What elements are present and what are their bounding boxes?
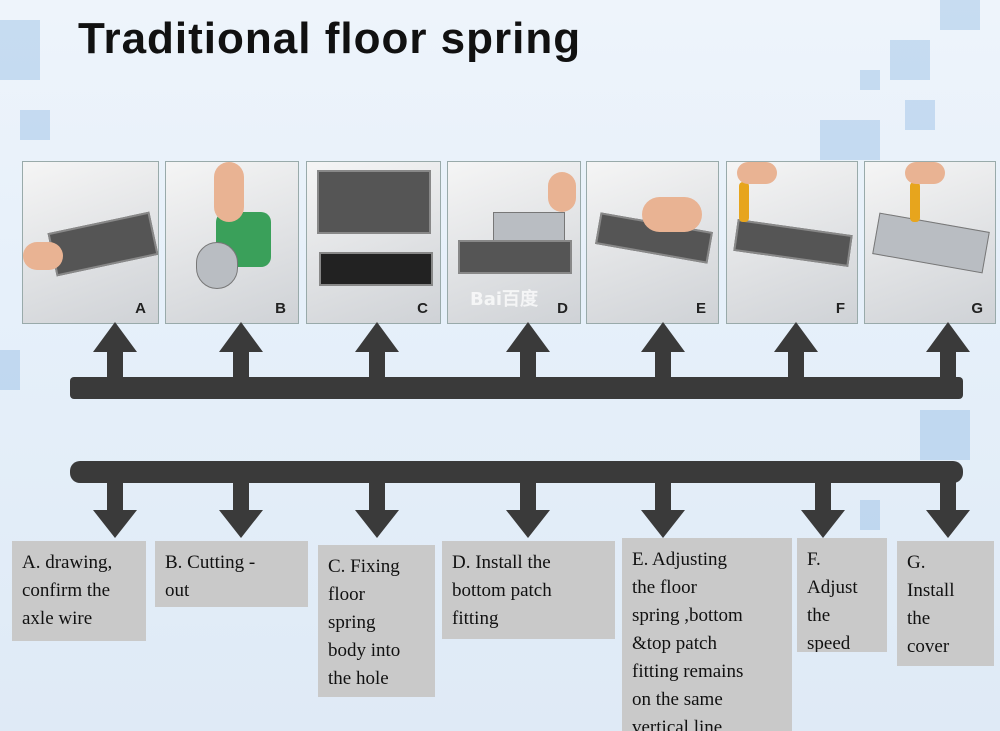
decor-tile (860, 70, 880, 90)
decor-tile (860, 500, 880, 530)
step-label-c: C. Fixing floor spring body into the hol… (318, 545, 435, 697)
step-label-d: D. Install the bottom patch fitting (442, 541, 615, 639)
step-label-b: B. Cutting - out (155, 541, 308, 607)
watermark: Bai百度 (470, 289, 539, 310)
bottom-connector-bar (70, 461, 963, 483)
up-arrow-a (93, 322, 137, 380)
photo-step-b: B (165, 161, 299, 324)
photo-letter: C (417, 300, 428, 317)
decor-tile (0, 20, 40, 80)
down-arrow-f (801, 470, 845, 538)
step-text: A. drawing, confirm the axle wire (22, 552, 113, 629)
photo-step-d: Bai百度 D (447, 161, 581, 324)
step-label-f: F. Adjust the speed (797, 538, 887, 652)
decor-tile (820, 120, 880, 160)
decor-tile (20, 110, 50, 140)
up-arrow-c (355, 322, 399, 380)
photo-step-e: E (586, 161, 719, 324)
photo-letter: B (275, 300, 286, 317)
decor-tile (940, 0, 980, 30)
decor-tile (0, 350, 20, 390)
photo-letter: A (135, 300, 146, 317)
photo-step-f: F (726, 161, 858, 324)
up-arrow-g (926, 322, 970, 390)
photo-step-c: C (306, 161, 441, 324)
up-arrow-e (641, 322, 685, 380)
photo-letter: F (835, 300, 845, 317)
up-arrow-b (219, 322, 263, 380)
step-text: E. Adjusting the floor spring ,bottom &t… (632, 549, 744, 731)
down-arrow-e (641, 470, 685, 538)
photo-letter: E (695, 300, 706, 317)
step-label-g: G. Install the cover (897, 541, 994, 666)
down-arrow-b (219, 470, 263, 538)
photo-letter: G (971, 300, 983, 317)
step-text: G. Install the cover (907, 552, 955, 657)
step-label-e: E. Adjusting the floor spring ,bottom &t… (622, 538, 792, 731)
step-text: B. Cutting - out (165, 552, 256, 601)
top-connector-bar (70, 377, 963, 399)
step-text: D. Install the bottom patch fitting (452, 552, 552, 629)
decor-tile (905, 100, 935, 130)
down-arrow-g (926, 470, 970, 538)
decor-tile (890, 40, 930, 80)
decor-tile (920, 410, 970, 460)
photo-letter: D (557, 300, 568, 317)
up-arrow-d (506, 322, 550, 380)
step-text: F. Adjust the speed (807, 549, 858, 652)
page-title: Traditional floor spring (78, 14, 582, 63)
photo-step-g: G (864, 161, 996, 324)
down-arrow-d (506, 470, 550, 538)
step-text: C. Fixing floor spring body into the hol… (328, 556, 401, 689)
up-arrow-f (774, 322, 818, 380)
down-arrow-c (355, 470, 399, 538)
down-arrow-a (93, 470, 137, 538)
step-label-a: A. drawing, confirm the axle wire (12, 541, 146, 641)
photo-step-a: A (22, 161, 159, 324)
